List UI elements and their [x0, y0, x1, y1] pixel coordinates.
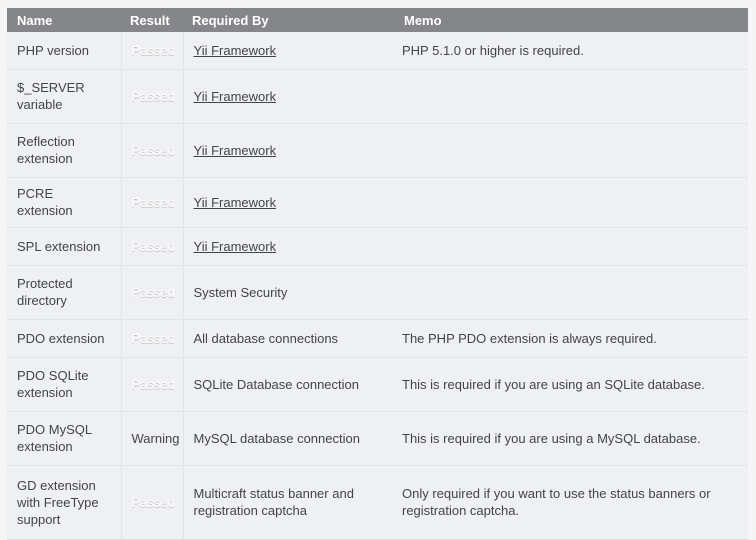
cell-required-by: SQLite Database connection — [183, 357, 392, 412]
status-badge-passed: Passed — [120, 227, 184, 266]
status-badge-passed: Passed — [120, 69, 184, 124]
status-badge-passed: Passed — [120, 465, 184, 540]
cell-requirement-name: PDO extension — [7, 319, 121, 358]
cell-requirement-name: SPL extension — [7, 227, 121, 266]
cell-required-by: All database connections — [183, 319, 392, 358]
column-header-result: Result — [121, 8, 183, 32]
cell-memo — [392, 177, 748, 228]
cell-memo — [392, 123, 748, 178]
cell-memo: Only required if you want to use the sta… — [392, 465, 748, 540]
required-by-link[interactable]: Yii Framework — [193, 42, 277, 58]
cell-requirement-name: Protected directory — [7, 265, 121, 320]
cell-memo — [392, 265, 748, 320]
cell-required-by: Yii Framework — [183, 177, 392, 228]
table-header: Name Result Required By Memo — [7, 8, 748, 32]
required-by-link[interactable]: Yii Framework — [193, 238, 277, 254]
cell-required-by: Multicraft status banner and registratio… — [183, 465, 392, 540]
cell-memo — [392, 227, 748, 266]
cell-memo: The PHP PDO extension is always required… — [392, 319, 748, 358]
cell-requirement-name: GD extension with FreeType support — [7, 465, 121, 540]
status-badge-passed: Passed — [120, 357, 184, 412]
cell-required-by: Yii Framework — [183, 123, 392, 178]
cell-requirement-name: PCRE extension — [7, 177, 121, 228]
column-header-name: Name — [7, 8, 121, 32]
required-by-link[interactable]: Yii Framework — [193, 194, 277, 210]
status-badge-passed: Passed — [120, 177, 184, 228]
status-badge-passed: Passed — [120, 32, 184, 70]
status-badge-passed: Passed — [120, 265, 184, 320]
cell-memo: This is required if you are using an SQL… — [392, 357, 748, 412]
cell-memo: This is required if you are using a MySQ… — [392, 411, 748, 466]
cell-memo: PHP 5.1.0 or higher is required. — [392, 32, 748, 70]
cell-required-by: Yii Framework — [183, 227, 392, 266]
required-by-link[interactable]: Yii Framework — [193, 142, 277, 158]
status-badge-warning: Warning — [120, 411, 184, 466]
cell-requirement-name: $_SERVER variable — [7, 69, 121, 124]
cell-required-by: System Security — [183, 265, 392, 320]
cell-requirement-name: PDO SQLite extension — [7, 357, 121, 412]
status-badge-passed: Passed — [120, 123, 184, 178]
cell-requirement-name: PHP version — [7, 32, 121, 70]
cell-memo — [392, 69, 748, 124]
table-header-row: Name Result Required By Memo — [7, 8, 748, 32]
column-header-memo: Memo — [392, 8, 748, 32]
cell-requirement-name: PDO MySQL extension — [7, 411, 121, 466]
column-header-required-by: Required By — [183, 8, 392, 32]
status-badge-passed: Passed — [120, 319, 184, 358]
requirements-check-page: Name Result Required By Memo PHP version… — [7, 8, 748, 540]
required-by-link[interactable]: Yii Framework — [193, 88, 277, 104]
cell-required-by: Yii Framework — [183, 69, 392, 124]
cell-requirement-name: Reflection extension — [7, 123, 121, 178]
cell-required-by: Yii Framework — [183, 32, 392, 70]
requirements-table: Name Result Required By Memo PHP version… — [7, 8, 748, 540]
cell-required-by: MySQL database connection — [183, 411, 392, 466]
